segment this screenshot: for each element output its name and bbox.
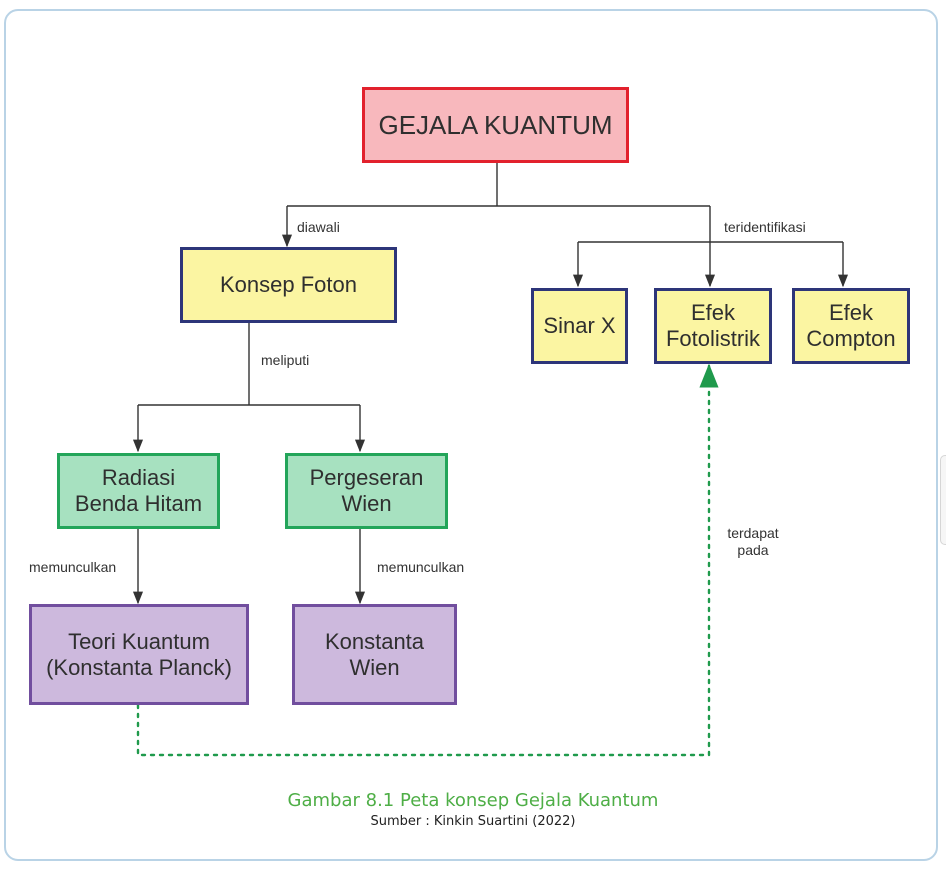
figure-caption: Gambar 8.1 Peta konsep Gejala Kuantum	[287, 790, 659, 811]
node-teori-kuantum-line1: Teori Kuantum	[68, 628, 210, 654]
node-radiasi-benda-hitam: Radiasi Benda Hitam	[57, 453, 220, 529]
link-terdapat-pada	[136, 363, 719, 757]
node-sinar-x-label: Sinar X	[543, 313, 616, 339]
node-konstanta-wien-line1: Konstanta	[324, 628, 425, 654]
node-efek-fotolistrik: Efek Fotolistrik	[654, 288, 772, 364]
node-pergeseran-wien: Pergeseran Wien	[285, 453, 448, 529]
link-root-trunk	[287, 163, 710, 207]
node-gejala-kuantum-label: GEJALA KUANTUM	[378, 109, 613, 140]
figure-source: Sumber : Kinkin Suartini (2022)	[370, 814, 576, 829]
node-sinar-x: Sinar X	[531, 288, 628, 364]
node-efek-compton: Efek Compton	[792, 288, 910, 364]
node-efek-fotolistrik-line1: Efek	[690, 300, 736, 326]
node-teori-kuantum: Teori Kuantum (Konstanta Planck)	[29, 604, 249, 705]
link-label-terdapat-pada: terdapat pada	[719, 525, 787, 559]
node-konstanta-wien: Konstanta Wien	[292, 604, 457, 705]
node-efek-fotolistrik-line2: Fotolistrik	[665, 326, 761, 351]
node-pergeseran-line2: Wien	[341, 491, 392, 516]
link-label-diawali: diawali	[297, 219, 340, 235]
node-radiasi-line2: Benda Hitam	[74, 491, 203, 516]
node-efek-compton-line1: Efek	[828, 300, 874, 326]
node-konstanta-wien-line2: Wien	[349, 654, 400, 680]
link-meliputi	[138, 322, 360, 406]
node-konsep-foton: Konsep Foton	[180, 247, 397, 323]
node-teori-kuantum-line2: (Konstanta Planck)	[46, 654, 232, 680]
node-radiasi-line1: Radiasi	[101, 465, 176, 491]
link-label-memunculkan-left: memunculkan	[29, 559, 117, 575]
side-scroll-tab[interactable]	[940, 455, 946, 545]
link-label-meliputi: meliputi	[261, 352, 310, 368]
link-label-pada: pada	[737, 541, 769, 558]
node-gejala-kuantum: GEJALA KUANTUM	[362, 87, 629, 163]
link-label-terdapat: terdapat	[727, 525, 779, 541]
node-pergeseran-line1: Pergeseran	[309, 465, 424, 491]
link-label-teridentifikasi: teridentifikasi	[724, 219, 806, 235]
node-efek-compton-line2: Compton	[806, 326, 896, 351]
link-label-memunculkan-right: memunculkan	[377, 559, 465, 575]
node-konsep-foton-label: Konsep Foton	[220, 272, 357, 298]
